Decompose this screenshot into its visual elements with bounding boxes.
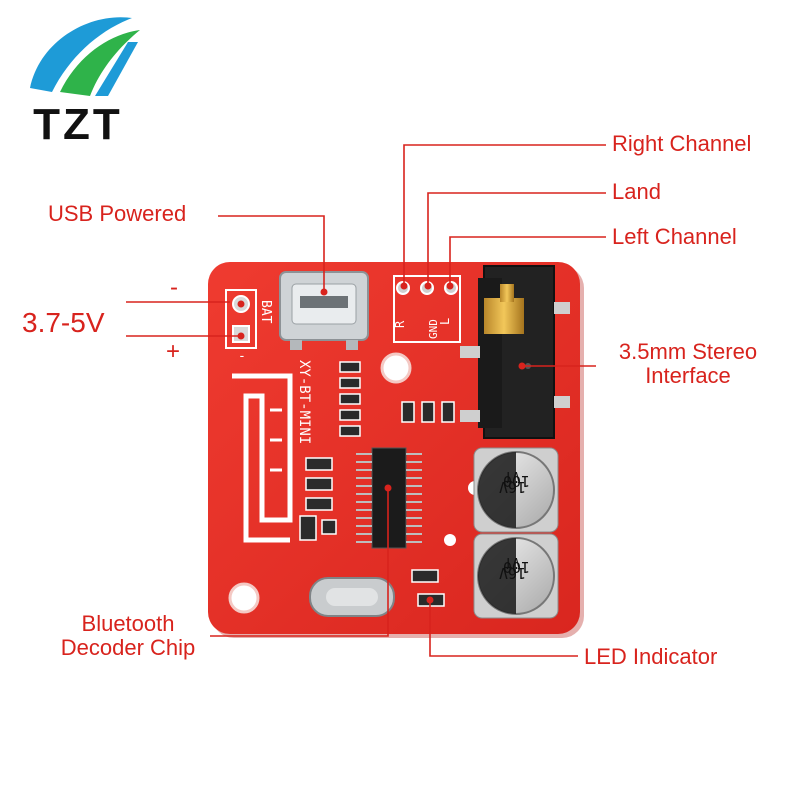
pin-l-silk: L <box>438 318 452 325</box>
minus-silk: - <box>238 349 246 364</box>
label-plus: + <box>166 338 181 365</box>
model-silk: XY-BT-MINI <box>296 360 312 444</box>
cap-top-voltage: 16V <box>499 478 526 496</box>
smd-components <box>299 361 455 607</box>
cap-top-value: 100 <box>503 472 530 490</box>
line-left-channel <box>449 236 606 286</box>
label-minus: - <box>170 274 178 301</box>
logo-mark <box>30 17 140 96</box>
cap-top-series: VT <box>504 468 520 483</box>
decoder-chip <box>356 447 422 549</box>
bluetooth-antenna <box>232 373 293 543</box>
label-right-channel: Right Channel <box>612 131 752 156</box>
line-usb-powered <box>218 215 325 292</box>
stereo-jack <box>460 265 570 439</box>
label-decoder-line2: Decoder Chip <box>60 635 196 660</box>
callout-lines <box>126 144 606 657</box>
label-stereo-line2: Interface <box>645 363 731 388</box>
line-right-channel <box>403 144 606 286</box>
callout-dots <box>237 282 526 604</box>
label-decoder-line1: Bluetooth <box>81 611 175 636</box>
label-led-indicator: LED Indicator <box>584 644 718 669</box>
brand-logo-text: TZT <box>33 100 123 149</box>
label-decoder-chip: Bluetooth Decoder Chip <box>40 612 216 660</box>
line-land <box>427 192 606 286</box>
line-decoder <box>210 488 389 637</box>
line-led <box>429 600 578 657</box>
micro-usb-port <box>279 271 369 350</box>
crystal-oscillator <box>309 577 395 617</box>
label-voltage: 3.7-5V <box>22 307 105 338</box>
cap-bottom-value: 100 <box>503 558 530 576</box>
pin-gnd-silk: GND <box>427 319 440 339</box>
label-stereo-line1: 3.5mm Stereo <box>618 339 758 364</box>
pin-r-silk: R <box>393 320 407 328</box>
label-land: Land <box>612 179 661 204</box>
bat-silk: BAT <box>258 300 273 324</box>
capacitor-top: 100 16V VT <box>473 447 559 533</box>
label-stereo-interface: 3.5mm Stereo Interface <box>600 340 776 388</box>
cap-bottom-series: VT <box>504 554 520 569</box>
label-usb-powered: USB Powered <box>48 201 187 226</box>
cap-bottom-voltage: 16V <box>499 564 526 582</box>
capacitor-bottom: 100 16V VT <box>473 533 559 619</box>
label-left-channel: Left Channel <box>612 224 737 249</box>
